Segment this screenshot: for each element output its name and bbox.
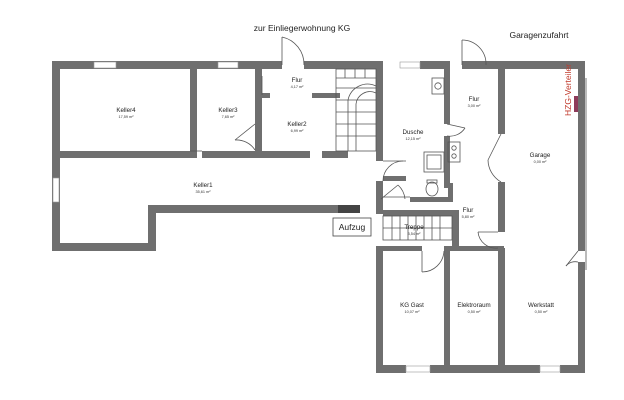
room-flur-mid-area: 5,80 m²: [462, 215, 476, 219]
room-treppe-area: 3,54 m²: [408, 232, 422, 236]
room-elektroraum-name: Elektroraum: [457, 302, 490, 309]
room-flur-right-name: Flur: [469, 96, 480, 103]
room-labels: Keller4 17,59 m² Keller3 7,65 m² Flur 4,…: [116, 77, 554, 314]
room-keller1-area: 35,61 m²: [196, 190, 212, 194]
elevator-shaft: [338, 205, 360, 213]
room-garage-name: Garage: [530, 152, 551, 159]
room-keller2-name: Keller2: [287, 121, 307, 128]
heating-distributor-label: HZG-Verteiler: [563, 64, 573, 116]
room-keller4-name: Keller4: [116, 107, 136, 114]
garage-driveway-label: Garagenzufahrt: [509, 30, 569, 40]
elevator-label: Aufzug: [339, 222, 366, 232]
room-kg-gast-area: 10,07 m²: [405, 310, 421, 314]
room-flur-top-name: Flur: [292, 77, 303, 84]
room-garage-area: 0,00 m²: [534, 160, 548, 164]
room-flur-mid-name: Flur: [463, 207, 474, 214]
heating-distributor-marker: [574, 96, 578, 112]
room-treppe-name: Treppe: [404, 224, 424, 231]
room-werkstatt-area: 0,50 m²: [535, 310, 549, 314]
room-werkstatt-name: Werkstatt: [528, 302, 554, 309]
room-flur-right-area: 3,00 m²: [468, 104, 482, 108]
room-keller3-name: Keller3: [218, 107, 238, 114]
room-keller3-area: 7,65 m²: [222, 115, 236, 119]
top-entrance-label: zur Einliegerwohnung KG: [254, 23, 350, 33]
room-dusche-name: Dusche: [403, 129, 425, 136]
room-kg-gast-name: KG Gast: [400, 302, 424, 309]
sanitary-fixtures: [383, 77, 461, 198]
windows: [52, 61, 561, 373]
room-keller2-area: 6,99 m²: [291, 129, 305, 133]
walls: [52, 61, 585, 373]
room-keller1-name: Keller1: [193, 182, 213, 189]
room-flur-top-area: 4,17 m²: [291, 85, 305, 89]
doors: [190, 36, 587, 273]
room-elektroraum-area: 0,50 m²: [468, 310, 482, 314]
room-keller4-area: 17,59 m²: [119, 115, 135, 119]
stair-lower: [382, 215, 453, 241]
room-dusche-area: 12,15 m²: [406, 137, 422, 141]
elevator-box: [332, 217, 372, 237]
stair-top: [335, 68, 377, 152]
